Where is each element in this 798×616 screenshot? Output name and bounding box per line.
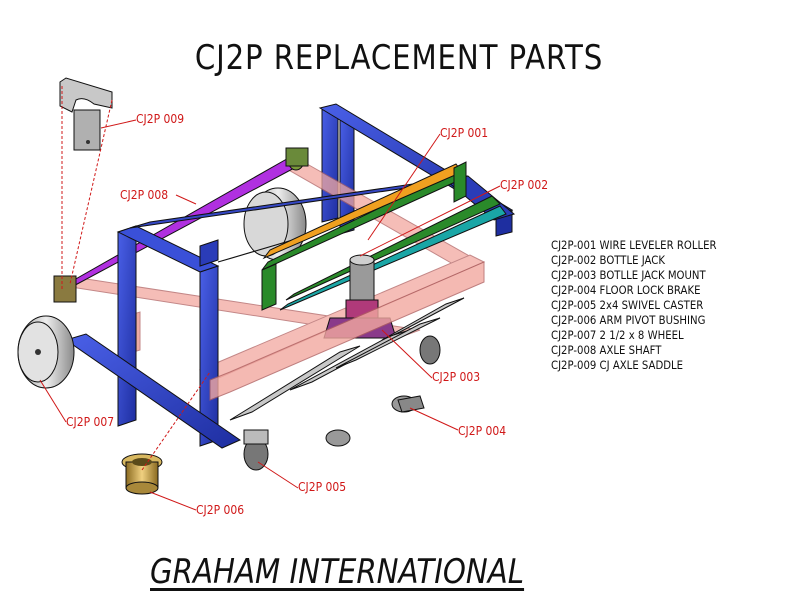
left-axle-saddle-mount	[53, 275, 77, 303]
front-left-frame	[64, 225, 242, 449]
axle-saddle-part	[59, 77, 113, 151]
legend-item: CJ2P-006 ARM PIVOT BUSHING	[551, 313, 706, 327]
wire-leveler-roller	[261, 161, 467, 311]
legend-item: CJ2P-008 AXLE SHAFT	[551, 343, 662, 357]
legend-item: CJ2P-002 BOTTLE JACK	[551, 253, 665, 267]
callout-cj2p-005: CJ2P 005	[298, 480, 347, 494]
callout-cj2p-001: CJ2P 001	[440, 126, 489, 140]
parts-legend: CJ2P-001 WIRE LEVELER ROLLER CJ2P-002 BO…	[551, 238, 717, 373]
legend-item: CJ2P-001 WIRE LEVELER ROLLER	[551, 238, 717, 252]
callout-cj2p-002: CJ2P 002	[500, 178, 549, 192]
legend-item: CJ2P-003 BOTLLE JACK MOUNT	[551, 268, 706, 282]
callout-cj2p-007: CJ2P 007	[66, 415, 115, 429]
callout-cj2p-004: CJ2P 004	[458, 424, 507, 438]
callout-cj2p-006: CJ2P 006	[196, 503, 245, 517]
legend-item: CJ2P-005 2x4 SWIVEL CASTER	[551, 298, 704, 312]
legend-item: CJ2P-007 2 1/2 x 8 WHEEL	[551, 328, 684, 342]
callout-leaders	[39, 119, 501, 511]
page-title: CJ2P REPLACEMENT PARTS	[194, 38, 604, 78]
callout-cj2p-008: CJ2P 008	[120, 188, 169, 202]
floor-lock-brake	[397, 395, 425, 413]
front-wheel	[17, 315, 75, 389]
callout-cj2p-003: CJ2P 003	[432, 370, 481, 384]
legend-item: CJ2P-004 FLOOR LOCK BRAKE	[551, 283, 701, 297]
callout-cj2p-009: CJ2P 009	[136, 112, 185, 126]
bottle-jack	[345, 254, 379, 321]
assembly-guide-lines	[61, 86, 211, 471]
front-bottom-beam	[209, 261, 485, 401]
arm-pivot-bushing-part	[121, 453, 163, 495]
cross-rails	[279, 195, 507, 311]
company-name: GRAHAM INTERNATIONAL	[150, 552, 525, 592]
legend-item: CJ2P-009 CJ AXLE SADDLE	[551, 358, 684, 372]
caster-carriages	[229, 297, 465, 421]
